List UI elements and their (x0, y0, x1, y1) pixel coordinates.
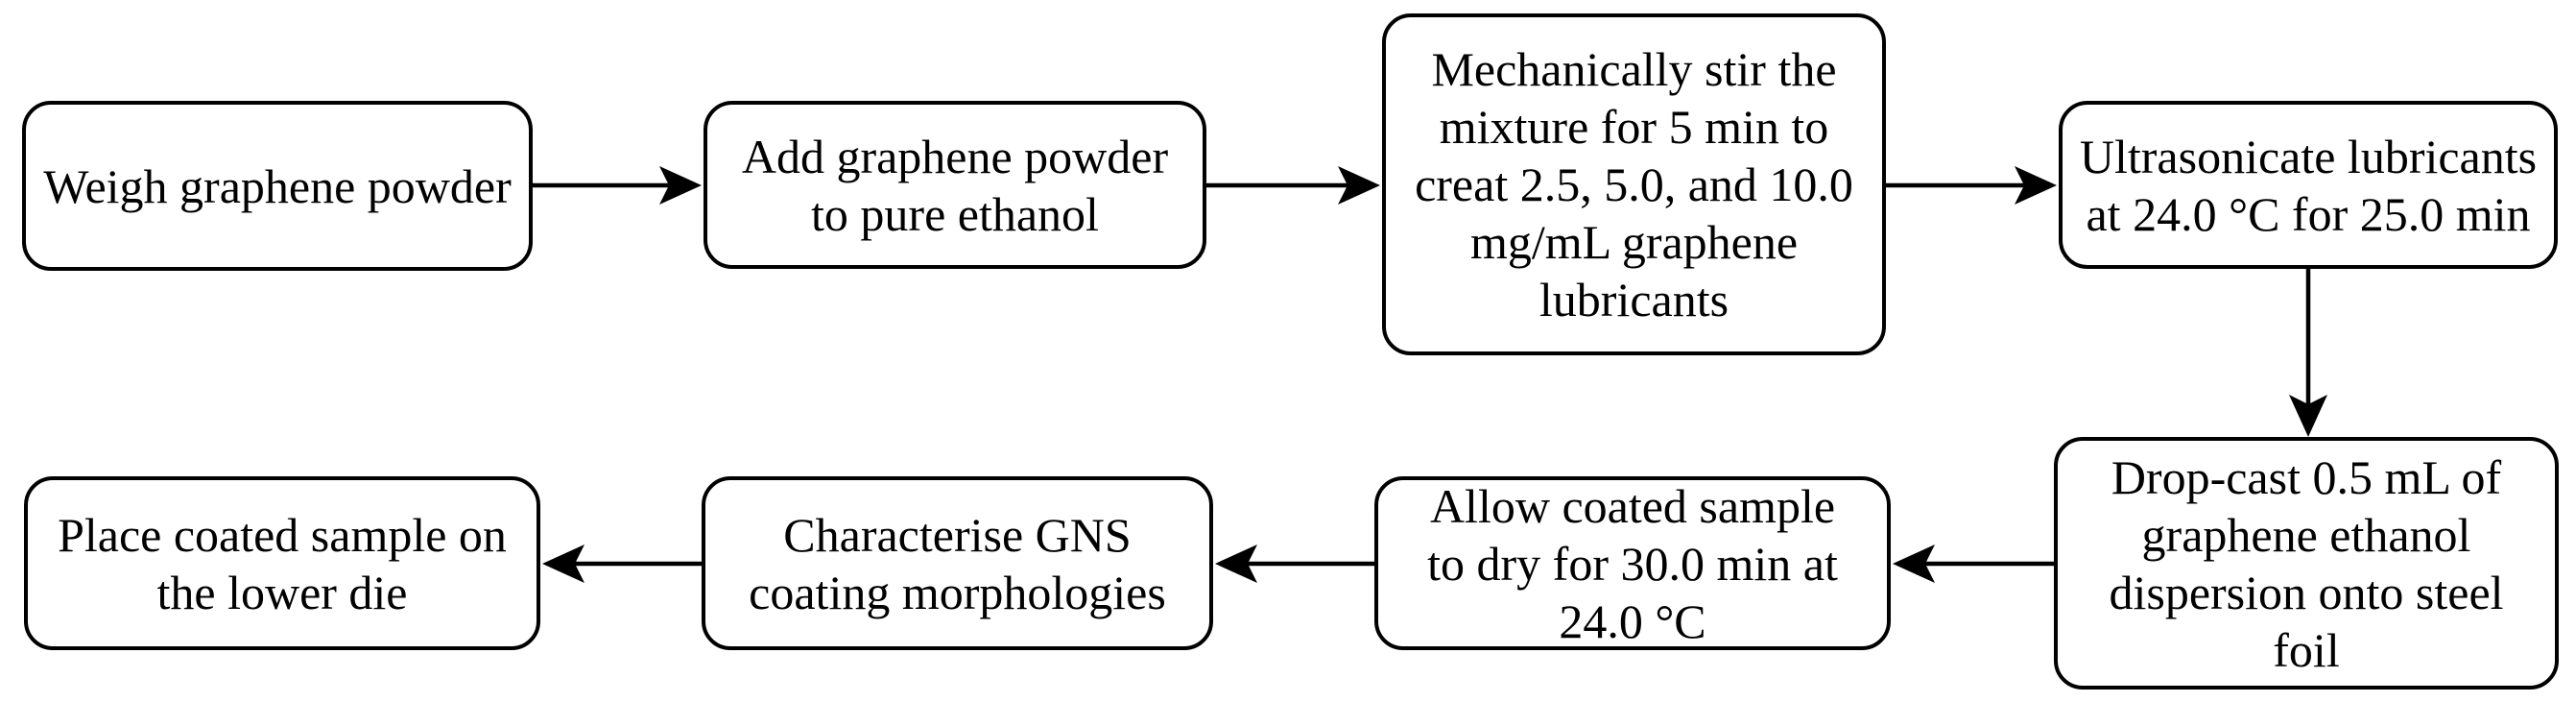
flow-node-ultrasonicate-label: Ultrasonicate lubricants at 24.0 °C for … (2079, 129, 2538, 241)
flow-node-weigh-label: Weigh graphene powder (43, 158, 512, 213)
arrowhead-right-icon (659, 166, 702, 205)
flow-node-drop-cast-label: Drop-cast 0.5 mL of graphene ethanol dis… (2109, 449, 2504, 677)
flow-node-add-ethanol-label: Add graphene powder to pure ethanol (741, 129, 1169, 241)
arrowhead-left-icon (1215, 545, 1257, 583)
flow-node-weigh: Weigh graphene powder (22, 101, 533, 271)
flow-node-characterise-label: Characterise GNS coating morphologies (749, 507, 1166, 619)
arrow-add-ethanol-to-stir (1206, 166, 1380, 205)
arrow-drop-cast-to-dry (1893, 545, 2054, 583)
arrow-dry-to-characterise (1215, 545, 1374, 583)
flow-node-place-die: Place coated sample on the lower die (24, 476, 540, 650)
flow-node-characterise: Characterise GNS coating morphologies (702, 476, 1213, 650)
flow-node-stir-label: Mechanically stir the mixture for 5 min … (1415, 42, 1853, 327)
arrow-ultrasonicate-to-drop-cast (2289, 269, 2327, 437)
arrow-characterise-to-place-die (542, 545, 702, 583)
arrowhead-left-icon (542, 545, 584, 583)
flow-node-add-ethanol: Add graphene powder to pure ethanol (704, 101, 1206, 269)
arrowhead-down-icon (2289, 395, 2327, 437)
arrowhead-right-icon (2015, 166, 2057, 205)
arrow-weigh-to-add-ethanol (533, 166, 702, 205)
flow-node-dry: Allow coated sample to dry for 30.0 min … (1374, 476, 1891, 650)
arrowhead-right-icon (1338, 166, 1380, 205)
flow-node-place-die-label: Place coated sample on the lower die (58, 507, 507, 619)
arrow-stir-to-ultrasonicate (1886, 166, 2057, 205)
flow-node-dry-label: Allow coated sample to dry for 30.0 min … (1427, 478, 1838, 648)
flow-node-drop-cast: Drop-cast 0.5 mL of graphene ethanol dis… (2054, 437, 2559, 690)
arrowhead-left-icon (1893, 545, 1935, 583)
flow-node-stir: Mechanically stir the mixture for 5 min … (1382, 13, 1886, 355)
flow-node-ultrasonicate: Ultrasonicate lubricants at 24.0 °C for … (2059, 101, 2558, 269)
